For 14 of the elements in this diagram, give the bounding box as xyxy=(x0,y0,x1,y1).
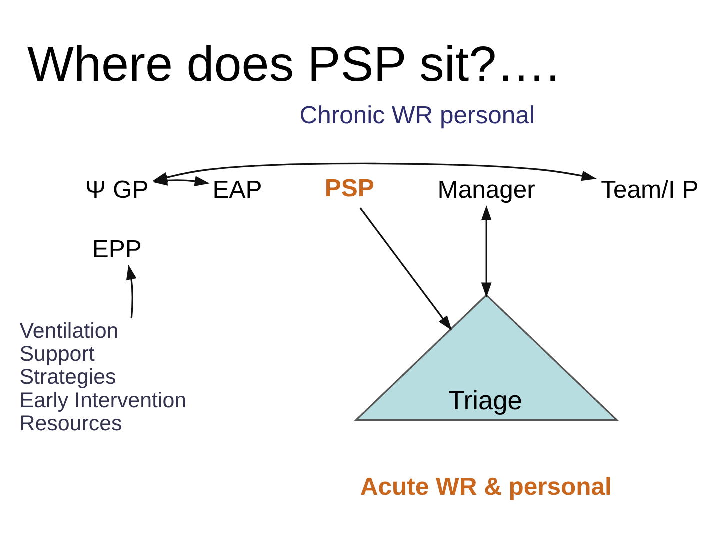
node-text: Manager xyxy=(438,176,536,204)
node-label: Acute WR & personal xyxy=(360,473,612,500)
arrow xyxy=(360,207,452,330)
arrow xyxy=(126,264,137,318)
diagram-title: Where does PSP sit?…. xyxy=(27,36,560,92)
node-text: EPP xyxy=(92,236,142,263)
arrow xyxy=(481,205,492,298)
node-text: Ψ GP xyxy=(85,176,149,204)
label: Chronic WR personal xyxy=(300,102,535,130)
arrow xyxy=(152,162,597,182)
node-text: EAP xyxy=(212,176,262,204)
node-text: PSP xyxy=(324,174,374,202)
node-text: Ventilation Support Strategies Early Intervention Resources xyxy=(20,318,187,435)
node-text: Team/I P xyxy=(601,176,699,204)
